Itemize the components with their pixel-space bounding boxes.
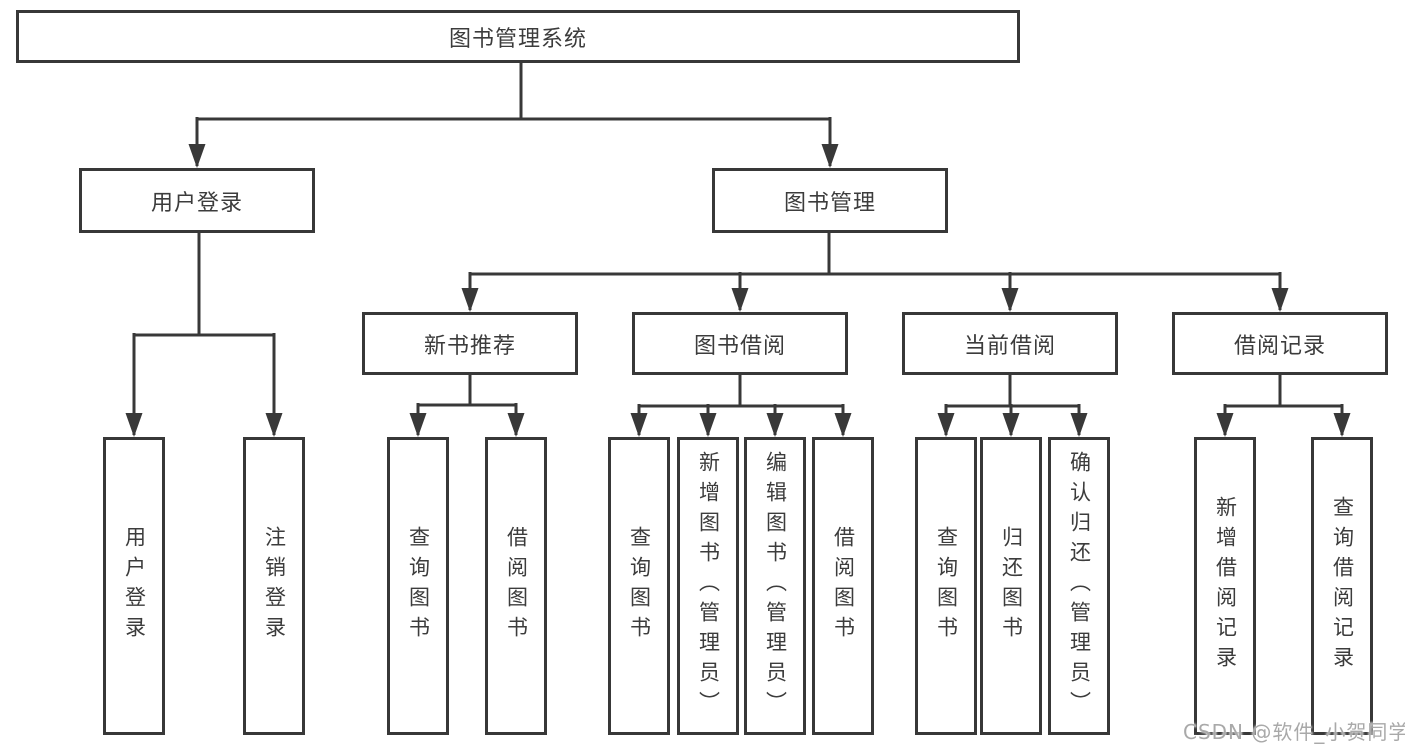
node-book-management: 图书管理 (712, 168, 948, 233)
connector-user-login-children (125, 232, 283, 437)
node-leaf-query-borrow-record: 查询借阅记录 (1311, 437, 1373, 735)
node-leaf-return-books: 归还图书 (980, 437, 1042, 735)
node-leaf-borrow-books: 借阅图书 (812, 437, 874, 735)
node-leaf-query-books-borrow: 查询图书 (608, 437, 670, 735)
node-new-book-recommend: 新书推荐 (362, 312, 578, 375)
node-current-borrow: 当前借阅 (902, 312, 1118, 375)
node-leaf-add-borrow-record: 新增借阅记录 (1194, 437, 1256, 735)
connector-new-book-children (409, 374, 525, 437)
connector-root-to-level1 (188, 62, 839, 168)
node-leaf-confirm-return-admin: 确认归还（管理员） (1048, 437, 1110, 735)
node-user-login: 用户登录 (79, 168, 315, 233)
node-book-management-system: 图书管理系统 (16, 10, 1020, 63)
connector-level1-to-level2 (461, 232, 1289, 312)
node-leaf-edit-books-admin: 编辑图书（管理员） (744, 437, 806, 735)
node-leaf-borrow-books-recommend: 借阅图书 (485, 437, 547, 735)
node-leaf-logout-login: 注销登录 (243, 437, 305, 735)
node-borrow-records: 借阅记录 (1172, 312, 1388, 375)
connector-borrow-records-children (1216, 374, 1351, 437)
node-leaf-user-login: 用户登录 (103, 437, 165, 735)
watermark: CSDN @软件_小贺同学 (1183, 720, 1405, 744)
connector-current-borrow-children (937, 374, 1088, 437)
node-leaf-query-books-current: 查询图书 (915, 437, 977, 735)
node-leaf-query-books-recommend: 查询图书 (387, 437, 449, 735)
node-leaf-add-books-admin: 新增图书（管理员） (677, 437, 739, 735)
connector-book-borrow-children (630, 374, 852, 437)
node-book-borrow: 图书借阅 (632, 312, 848, 375)
